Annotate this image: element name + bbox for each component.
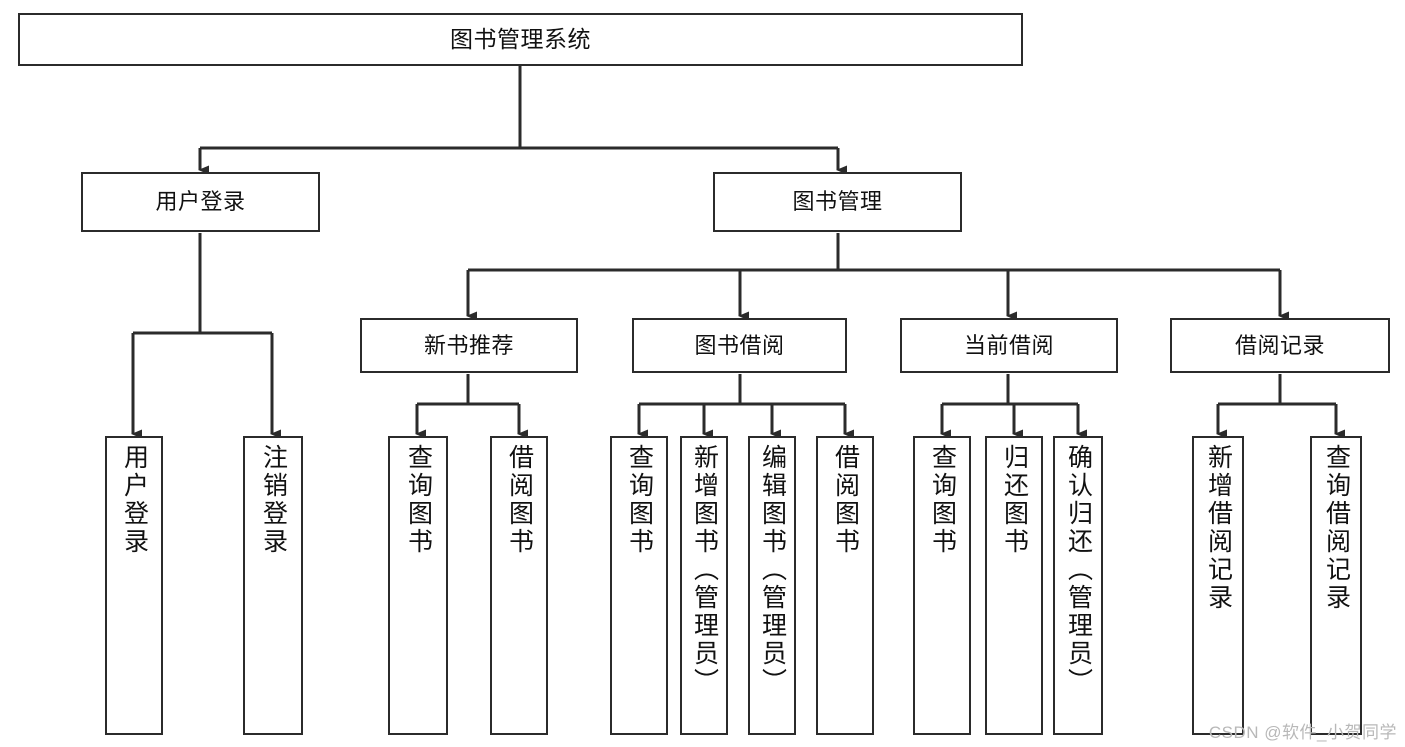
node-leaf-query-borrow-record[interactable]: 查询借阅记录 xyxy=(1310,436,1362,735)
node-leaf-user-login[interactable]: 用户登录 xyxy=(105,436,163,735)
node-leaf-query-book-bb-label: 查询图书 xyxy=(625,444,654,556)
node-leaf-logout[interactable]: 注销登录 xyxy=(243,436,303,735)
node-leaf-return-book[interactable]: 归还图书 xyxy=(985,436,1043,735)
node-root[interactable]: 图书管理系统 xyxy=(18,13,1023,66)
node-level2-borrow-record-label: 借阅记录 xyxy=(1234,332,1325,358)
node-leaf-borrow-book-bb[interactable]: 借阅图书 xyxy=(816,436,874,735)
node-leaf-logout-label: 注销登录 xyxy=(259,444,288,556)
node-level2-new-book-recommend[interactable]: 新书推荐 xyxy=(360,318,578,373)
node-level1-book-management-label: 图书管理 xyxy=(792,189,883,215)
node-leaf-return-book-label: 归还图书 xyxy=(1000,444,1029,556)
node-leaf-edit-book-admin[interactable]: 编辑图书（管理员） xyxy=(748,436,796,735)
node-root-label: 图书管理系统 xyxy=(450,25,591,52)
node-leaf-add-book-admin-label: 新增图书（管理员） xyxy=(690,444,719,696)
node-leaf-borrow-book-nbr[interactable]: 借阅图书 xyxy=(490,436,548,735)
node-level1-book-management[interactable]: 图书管理 xyxy=(713,172,962,232)
node-level2-current-borrow-label: 当前借阅 xyxy=(963,332,1054,358)
node-leaf-confirm-return-admin-label: 确认归还（管理员） xyxy=(1064,444,1093,696)
node-level1-user-login-label: 用户登录 xyxy=(155,189,246,215)
node-leaf-query-book-cb-label: 查询图书 xyxy=(928,444,957,556)
node-leaf-add-borrow-record-label: 新增借阅记录 xyxy=(1204,444,1233,612)
node-leaf-edit-book-admin-label: 编辑图书（管理员） xyxy=(758,444,787,696)
node-level2-book-borrow[interactable]: 图书借阅 xyxy=(632,318,847,373)
node-leaf-add-book-admin[interactable]: 新增图书（管理员） xyxy=(680,436,728,735)
node-leaf-query-book-nbr-label: 查询图书 xyxy=(404,444,433,556)
node-leaf-borrow-book-bb-label: 借阅图书 xyxy=(831,444,860,556)
watermark-text: CSDN @软件_小贺同学 xyxy=(1208,723,1397,742)
node-level2-book-borrow-label: 图书借阅 xyxy=(694,332,785,358)
node-leaf-confirm-return-admin[interactable]: 确认归还（管理员） xyxy=(1053,436,1103,735)
node-leaf-query-book-cb[interactable]: 查询图书 xyxy=(913,436,971,735)
node-leaf-query-book-nbr[interactable]: 查询图书 xyxy=(388,436,448,735)
node-leaf-query-book-bb[interactable]: 查询图书 xyxy=(610,436,668,735)
node-level2-current-borrow[interactable]: 当前借阅 xyxy=(900,318,1118,373)
node-level1-user-login[interactable]: 用户登录 xyxy=(81,172,320,232)
node-leaf-borrow-book-nbr-label: 借阅图书 xyxy=(505,444,534,556)
node-level2-new-book-recommend-label: 新书推荐 xyxy=(423,332,514,358)
node-leaf-user-login-label: 用户登录 xyxy=(120,444,149,556)
node-level2-borrow-record[interactable]: 借阅记录 xyxy=(1170,318,1390,373)
node-leaf-query-borrow-record-label: 查询借阅记录 xyxy=(1322,444,1351,612)
node-leaf-add-borrow-record[interactable]: 新增借阅记录 xyxy=(1192,436,1244,735)
